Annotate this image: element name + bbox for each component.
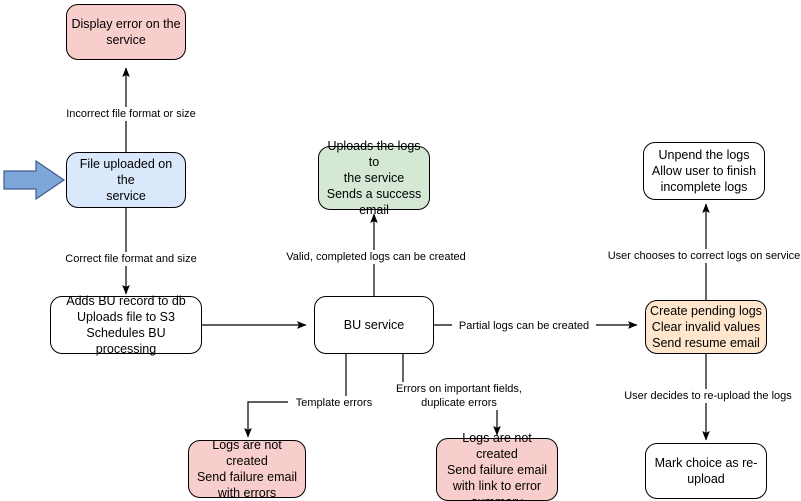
edge-label-errors-important-fields: Errors on important fields, duplicate er… <box>390 382 528 410</box>
edge-label-partial-logs: Partial logs can be created <box>452 319 596 333</box>
edge-label-incorrect-format: Incorrect file format or size <box>54 107 208 121</box>
node-uploads-logs[interactable]: Uploads the logs to the service Sends a … <box>318 139 430 217</box>
node-mark-choice-reupload[interactable]: Mark choice as re- upload <box>645 443 767 499</box>
node-create-pending-logs[interactable]: Create pending logs Clear invalid values… <box>645 300 767 354</box>
node-file-uploaded[interactable]: File uploaded on the service <box>66 152 186 208</box>
edge-label-template-errors: Template errors <box>288 396 380 410</box>
edge-label-correct-format: Correct file format and size <box>55 252 207 266</box>
edge-label-valid-completed-logs: Valid, completed logs can be created <box>279 250 473 264</box>
node-logs-not-created-summary[interactable]: Logs are not created Send failure email … <box>436 431 558 501</box>
node-unpend-logs[interactable]: Unpend the logs Allow user to finish inc… <box>643 142 765 200</box>
node-bu-service[interactable]: BU service <box>314 296 434 354</box>
edge-label-user-decides-reupload: User decides to re-upload the logs <box>620 389 796 403</box>
node-display-error[interactable]: Display error on the service <box>66 4 186 60</box>
incoming-arrow-icon <box>3 159 66 201</box>
node-adds-bu-record[interactable]: Adds BU record to db Uploads file to S3 … <box>50 294 202 356</box>
node-logs-not-created-errors[interactable]: Logs are not created Send failure email … <box>188 438 306 500</box>
edge-label-user-chooses-correct: User chooses to correct logs on service <box>603 249 801 263</box>
